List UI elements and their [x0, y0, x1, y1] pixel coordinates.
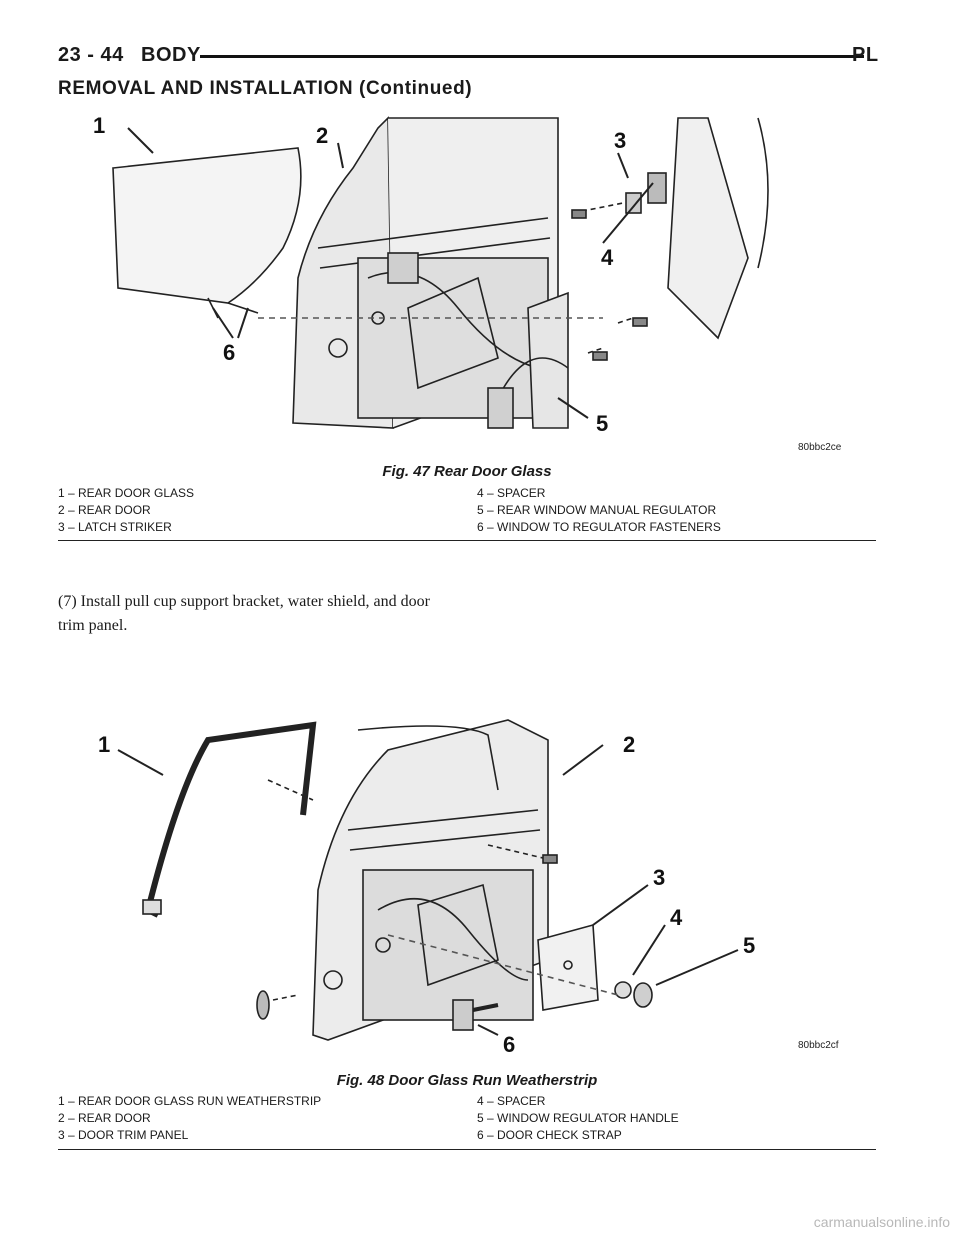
legend-item: 1 – REAR DOOR GLASS [58, 486, 195, 500]
callout-5: 5 [596, 411, 608, 436]
legend-item: 5 – REAR WINDOW MANUAL REGULATOR [477, 503, 717, 517]
figure-48-legend: 1 – REAR DOOR GLASS RUN WEATHERSTRIP 2 –… [58, 1093, 876, 1145]
instruction-step: (7) Install pull cup support bracket, wa… [58, 593, 430, 634]
page-number: 23 - 44 [58, 44, 124, 66]
callout-2: 2 [316, 123, 328, 148]
footer-watermark: carmanualsonline.info [813, 1214, 950, 1230]
rear-door-glass-illustration: 1 2 3 4 5 6 [93, 113, 769, 436]
figure-48-title: Fig. 48 Door Glass Run Weatherstrip [336, 1072, 598, 1089]
figure-code: 80bbc2ce [798, 442, 842, 453]
legend-rule [58, 1149, 876, 1150]
figure-47: 1 2 3 4 5 6 80bbc2ce [58, 108, 876, 460]
legend-item: 6 – WINDOW TO REGULATOR FASTENERS [477, 520, 721, 534]
callout-2: 2 [623, 732, 635, 757]
legend-item: 6 – DOOR CHECK STRAP [477, 1128, 622, 1142]
callout-1: 1 [93, 113, 105, 138]
figure-47-legend: 1 – REAR DOOR GLASS 2 – REAR DOOR 3 – LA… [58, 485, 876, 537]
legend-item: 2 – REAR DOOR [58, 503, 151, 517]
legend-item: 2 – REAR DOOR [58, 1111, 151, 1125]
callout-5: 5 [743, 933, 755, 958]
legend-rule [58, 540, 876, 541]
weatherstrip-illustration: 1 2 3 4 5 6 [98, 719, 755, 1057]
header-rule [200, 55, 864, 58]
legend-item: 1 – REAR DOOR GLASS RUN WEATHERSTRIP [58, 1094, 322, 1108]
legend-item: 4 – SPACER [477, 1094, 546, 1108]
callout-3: 3 [653, 865, 665, 890]
callout-4: 4 [601, 245, 614, 270]
figure-code: 80bbc2cf [798, 1040, 839, 1051]
figure-47-title: Fig. 47 Rear Door Glass [382, 463, 552, 480]
legend-item: 4 – SPACER [477, 486, 546, 500]
legend-item: 5 – WINDOW REGULATOR HANDLE [477, 1111, 679, 1125]
callout-6: 6 [223, 340, 235, 365]
callout-3: 3 [614, 128, 626, 153]
legend-item: 3 – LATCH STRIKER [58, 520, 172, 534]
callout-4: 4 [670, 905, 683, 930]
legend-item: 3 – DOOR TRIM PANEL [58, 1128, 189, 1142]
section-title: BODY [141, 44, 201, 66]
continued-heading: REMOVAL AND INSTALLATION (Continued) [58, 78, 473, 99]
callout-1: 1 [98, 732, 110, 757]
figure-48: 1 2 3 4 5 6 80bbc2cf [58, 710, 876, 1070]
model-code: PL [852, 44, 879, 66]
callout-6: 6 [503, 1032, 515, 1057]
